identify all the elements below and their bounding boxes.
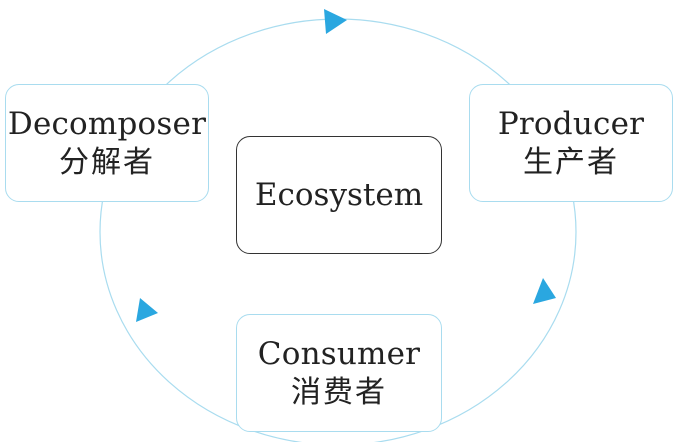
decomposer-label-en: Decomposer [7,105,207,142]
producer-label-zh: 生产者 [523,144,619,180]
consumer-label-zh: 消费者 [291,374,387,410]
arrow-consumer-to-decomposer [136,298,158,322]
producer-label-en: Producer [497,105,645,142]
decomposer-node: Decomposer 分解者 [5,84,209,202]
arrow-decomposer-to-producer [324,9,347,34]
arrow-producer-to-consumer [533,278,556,304]
producer-node: Producer 生产者 [469,84,673,202]
decomposer-label-zh: 分解者 [59,144,155,180]
ecosystem-center-box: Ecosystem [236,136,442,254]
consumer-node: Consumer 消费者 [236,314,442,432]
ecosystem-label: Ecosystem [254,177,424,213]
consumer-label-en: Consumer [257,335,421,372]
